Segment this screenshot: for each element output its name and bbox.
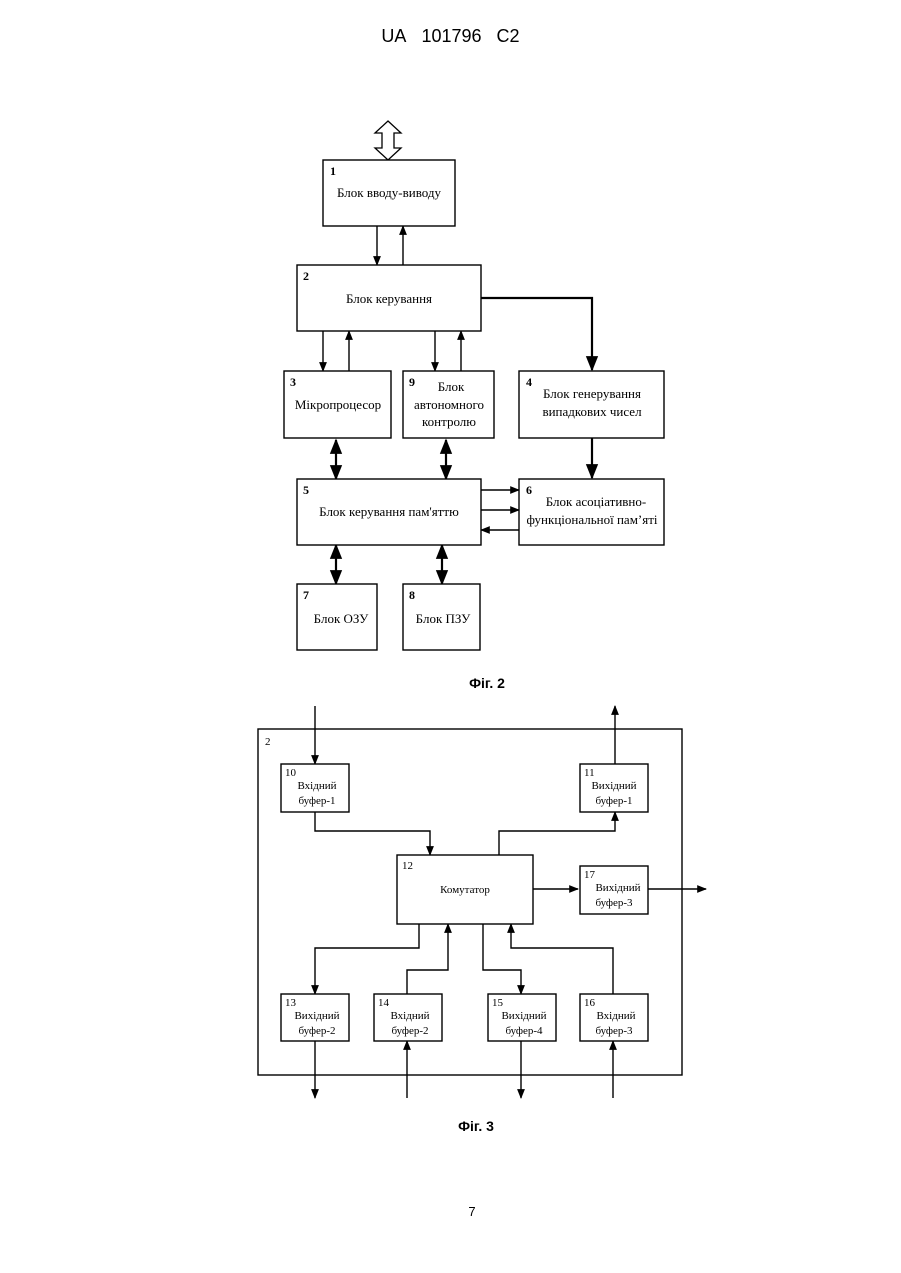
block-number: 9 <box>409 375 415 389</box>
block-microprocessor: 3 Мікропроцесор <box>284 371 391 438</box>
block-label: Блок ОЗУ <box>314 611 369 626</box>
block-label: функціональної пам’яті <box>526 512 657 527</box>
block-label: буфер-1 <box>595 795 632 807</box>
block-label: буфер-3 <box>595 1025 633 1037</box>
page-number: 7 <box>468 1204 475 1219</box>
block-associative-memory: 6 Блок асоціативно- функціональної пам’я… <box>519 479 664 545</box>
fig2-diagram: 1 Блок вводу-виводу 2 Блок керування 3 М… <box>284 121 664 691</box>
block-label: автономного <box>414 397 484 412</box>
block-label: Вихідний <box>595 882 640 894</box>
block-input-buffer-2: 14 Вхідний буфер-2 <box>374 994 442 1041</box>
block-label: випадкових чисел <box>542 404 642 419</box>
block-label: Блок генерування <box>543 386 641 401</box>
block-label: Комутатор <box>440 884 490 896</box>
block-number: 8 <box>409 588 415 602</box>
block-label: Блок керування <box>346 291 432 306</box>
block-number: 3 <box>290 375 296 389</box>
block-number: 16 <box>584 997 596 1009</box>
block-output-buffer-1: 11 Вихідний буфер-1 <box>580 764 648 812</box>
fig3-caption: Фіг. 3 <box>458 1118 494 1134</box>
block-output-buffer-4: 15 Вихідний буфер-4 <box>488 994 556 1041</box>
block-ram: 7 Блок ОЗУ <box>297 584 377 650</box>
block-number: 15 <box>492 997 504 1009</box>
block-label: буфер-2 <box>391 1025 428 1037</box>
block-number: 7 <box>303 588 309 602</box>
block-output-buffer-3-right: 17 Вихідний буфер-3 <box>580 866 648 914</box>
block-label: Вхідний <box>390 1010 429 1022</box>
block-label: буфер-1 <box>298 795 335 807</box>
block-label: Блок ПЗУ <box>416 611 471 626</box>
io-bidirectional-arrow <box>375 121 401 160</box>
block-label: Блок асоціативно- <box>546 494 646 509</box>
block-number: 2 <box>303 269 309 283</box>
block-label: буфер-4 <box>505 1025 543 1037</box>
block-input-buffer-3: 16 Вхідний буфер-3 <box>580 994 648 1041</box>
block-number: 11 <box>584 767 595 779</box>
block-label: Вихідний <box>294 1010 339 1022</box>
block-number: 14 <box>378 997 390 1009</box>
block-label: Вхідний <box>596 1010 635 1022</box>
block-label: Блок керування пам'яттю <box>319 504 459 519</box>
block-io: 1 Блок вводу-виводу <box>323 160 455 226</box>
fig3-diagram: 2 10 Вхідний буфер-1 11 Вихідни <box>258 706 706 1134</box>
block-number: 17 <box>584 869 596 881</box>
block-input-buffer-1: 10 Вхідний буфер-1 <box>281 764 349 812</box>
block-label: Вихідний <box>501 1010 546 1022</box>
block-label: буфер-2 <box>298 1025 335 1037</box>
block-number: 5 <box>303 483 309 497</box>
block-label: Вихідний <box>591 780 636 792</box>
block-number: 4 <box>526 375 532 389</box>
block-number: 13 <box>285 997 297 1009</box>
block-label: Блок вводу-виводу <box>337 185 441 200</box>
block-number: 6 <box>526 483 532 497</box>
block-output-buffer-2: 13 Вихідний буфер-2 <box>281 994 349 1041</box>
block-label: Вхідний <box>297 780 336 792</box>
block-number: 10 <box>285 767 297 779</box>
block-memory-control: 5 Блок керування пам'яттю <box>297 479 481 545</box>
outer-block-number: 2 <box>265 736 271 748</box>
block-number: 12 <box>402 860 413 872</box>
block-label: буфер-3 <box>595 897 633 909</box>
block-control: 2 Блок керування <box>297 265 481 331</box>
block-number: 1 <box>330 164 336 178</box>
block-switch: 12 Комутатор <box>397 855 533 924</box>
block-label: Мікропроцесор <box>295 397 381 412</box>
block-rom: 8 Блок ПЗУ <box>403 584 480 650</box>
block-label: контролю <box>422 414 476 429</box>
block-autonomous-control: 9 Блок автономного контролю <box>403 371 494 438</box>
block-label: Блок <box>438 379 465 394</box>
block-random-generator: 4 Блок генерування випадкових чисел <box>519 371 664 438</box>
fig2-caption: Фіг. 2 <box>469 675 505 691</box>
